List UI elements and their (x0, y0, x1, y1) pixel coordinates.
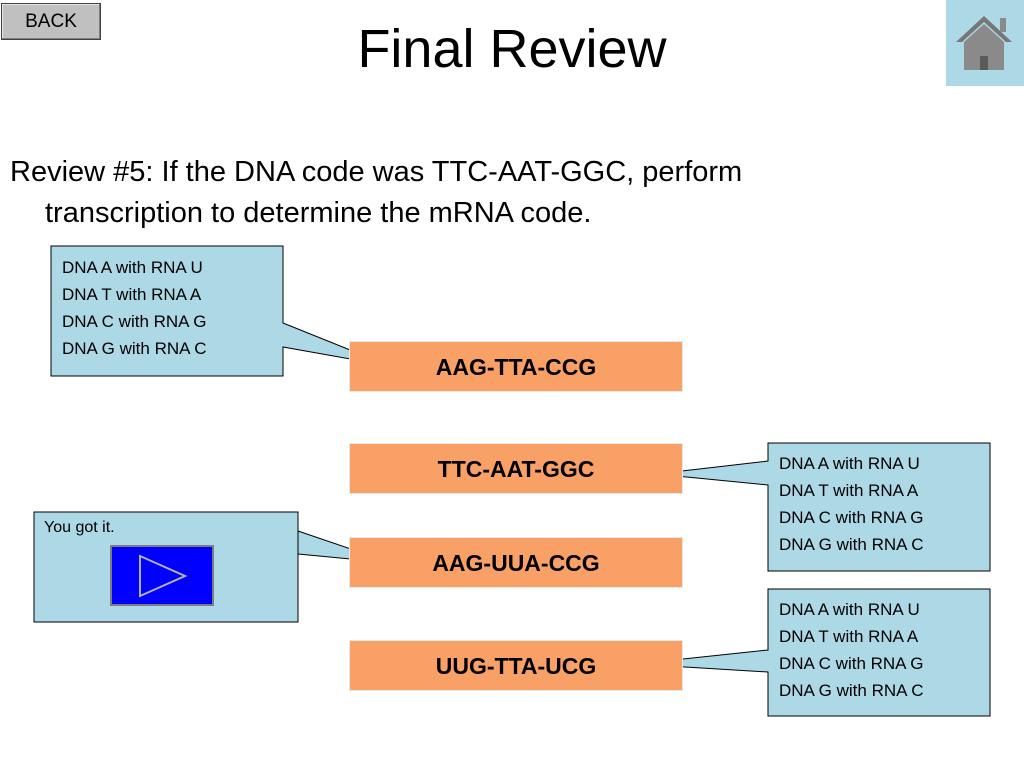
hint-line: DNA C with RNA G (779, 654, 924, 673)
hint-line: DNA G with RNA C (779, 535, 924, 554)
answer-choice-1[interactable]: AAG-TTA-CCG (349, 341, 683, 392)
hint-callout-3: DNA A with RNA U DNA T with RNA A DNA C … (779, 596, 924, 704)
hint-line: DNA T with RNA A (779, 627, 919, 646)
hint-line: DNA A with RNA U (779, 454, 920, 473)
home-icon (956, 16, 1012, 70)
home-button[interactable] (946, 0, 1024, 86)
question-line-1: Review #5: If the DNA code was TTC-AAT-G… (10, 156, 743, 188)
hint-line: DNA T with RNA A (779, 481, 919, 500)
answer-choice-3[interactable]: AAG-UUA-CCG (349, 537, 683, 588)
hint-line: DNA A with RNA U (779, 600, 920, 619)
hint-callout-2: DNA A with RNA U DNA T with RNA A DNA C … (779, 450, 924, 558)
answer-choice-4[interactable]: UUG-TTA-UCG (349, 640, 683, 691)
hint-line: DNA A with RNA U (62, 258, 203, 277)
question-line-2: transcription to determine the mRNA code… (45, 197, 592, 229)
back-button[interactable]: BACK (1, 3, 101, 40)
next-button[interactable] (110, 545, 214, 606)
hint-line: DNA C with RNA G (779, 508, 924, 527)
hint-callout-1: DNA A with RNA U DNA T with RNA A DNA C … (62, 254, 207, 362)
page-title: Final Review (357, 19, 667, 79)
hint-line: DNA C with RNA G (62, 312, 207, 331)
hint-line: DNA T with RNA A (62, 285, 202, 304)
play-triangle-icon (139, 554, 187, 598)
hint-line: DNA G with RNA C (62, 339, 207, 358)
question-text: Review #5: If the DNA code was TTC-AAT-G… (10, 152, 970, 234)
feedback-text: You got it. (44, 519, 115, 536)
hint-line: DNA G with RNA C (779, 681, 924, 700)
answer-choice-2[interactable]: TTC-AAT-GGC (349, 443, 683, 494)
